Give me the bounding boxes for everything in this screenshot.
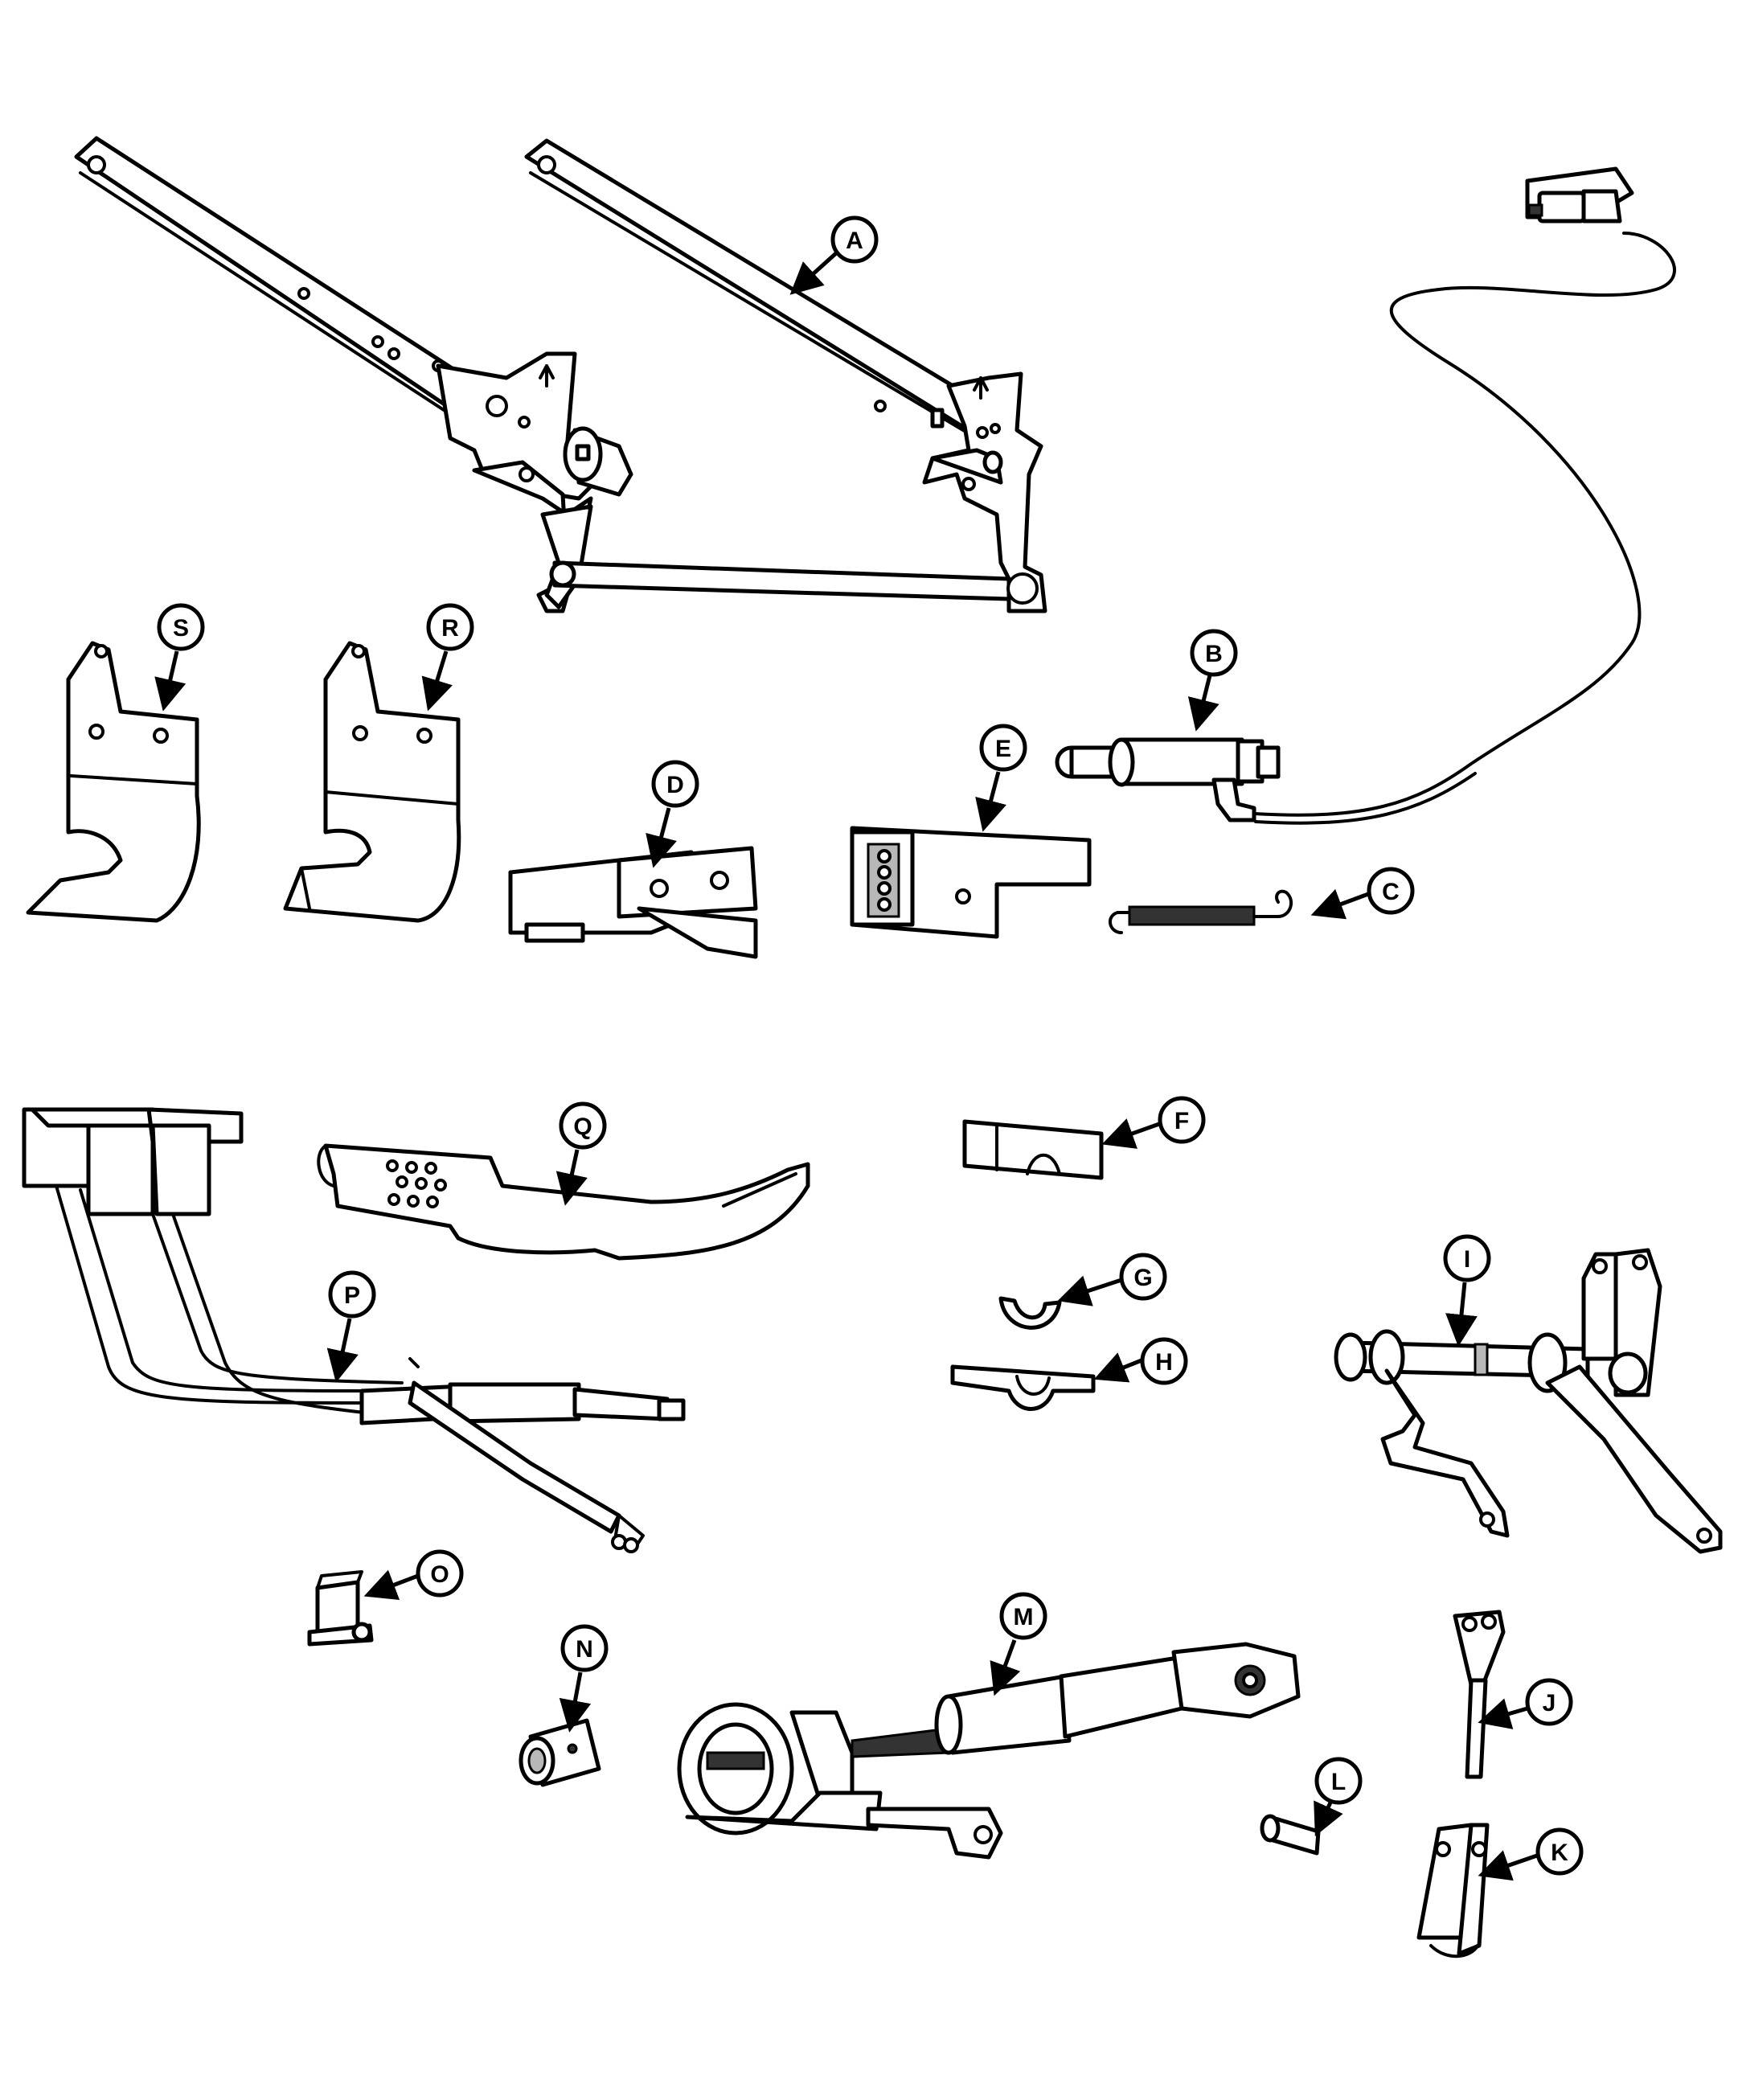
part-f-block [962,1119,1104,1180]
callout-e: E [979,724,1027,772]
leader-r [421,650,453,712]
callout-label-q: Q [573,1114,592,1140]
callout-label-k: K [1551,1840,1568,1866]
part-q-bent-arm [317,1143,810,1261]
leader-j [1478,1698,1528,1729]
leader-b [1187,675,1219,732]
part-l-pin [1260,1814,1321,1856]
part-e-slotted-bracket [850,826,1092,939]
callout-leaders [154,252,1538,1881]
callout-label-a: A [846,228,863,254]
leader-g [1057,1275,1122,1306]
leader-h [1093,1352,1142,1383]
leader-q [555,1149,588,1206]
leader-f [1101,1118,1160,1149]
callout-a: A [830,215,879,264]
callout-k: K [1535,1827,1584,1876]
callout-label-c: C [1382,879,1400,905]
part-n-collar [519,1718,601,1787]
part-g-half-bushing [998,1296,1062,1330]
callout-n: N [560,1624,609,1672]
callout-label-b: B [1205,641,1223,667]
part-p-pedal-linkage [22,1107,686,1553]
leader-i [1445,1282,1478,1347]
leader-o [363,1569,419,1601]
callout-o: O [416,1549,464,1598]
leader-l [1314,1800,1343,1837]
callout-g: G [1119,1253,1167,1301]
callout-label-j: J [1543,1690,1556,1717]
leader-m [990,1639,1021,1696]
leader-a [789,252,838,295]
callout-i: I [1443,1234,1491,1282]
callout-label-m: M [1014,1604,1034,1630]
leader-n [559,1671,592,1733]
callout-m: M [999,1592,1047,1640]
callout-label-n: N [576,1636,593,1663]
callout-c: C [1367,867,1415,915]
leader-s [154,650,187,712]
part-o-clip [307,1570,374,1647]
callout-label-d: D [666,772,684,798]
part-c-tension-spring [1109,889,1293,934]
part-b-hydraulic-cylinder [1055,166,1676,825]
callout-label-i: I [1464,1246,1470,1273]
callout-l: L [1314,1757,1363,1805]
leader-d [646,807,677,868]
callout-s: S [157,603,205,651]
callout-r: R [426,603,474,651]
part-s-shield-plate [26,641,201,923]
part-r-shield-plate [283,641,461,923]
callout-b: B [1190,629,1238,677]
part-h-bearing-block [950,1364,1096,1411]
part-d-mounting-bracket [508,846,758,959]
callout-label-p: P [344,1282,360,1309]
part-a-lift-arm-assembly [74,136,1047,613]
part-m-driveline [677,1642,1301,1860]
part-k-clevis [1416,1823,1490,1958]
callout-j: J [1525,1678,1573,1726]
callout-p: P [328,1270,376,1319]
callout-label-h: H [1155,1349,1173,1376]
callout-label-r: R [441,615,459,642]
callout-label-o: O [430,1561,449,1588]
callout-f: F [1158,1096,1206,1144]
callout-label-e: E [995,736,1011,762]
part-j-clevis-rod [1453,1610,1506,1779]
leader-p [326,1318,359,1383]
leader-k [1478,1850,1538,1881]
leader-e [975,771,1006,832]
callout-q: Q [559,1101,607,1150]
callout-label-g: G [1133,1265,1152,1291]
callout-h: H [1140,1337,1188,1385]
leader-c [1310,888,1369,920]
part-i-rockshaft [1334,1248,1723,1554]
callout-label-l: L [1331,1769,1346,1795]
callout-label-s: S [173,615,189,642]
callout-label-f: F [1174,1108,1189,1134]
callout-d: D [651,760,699,808]
